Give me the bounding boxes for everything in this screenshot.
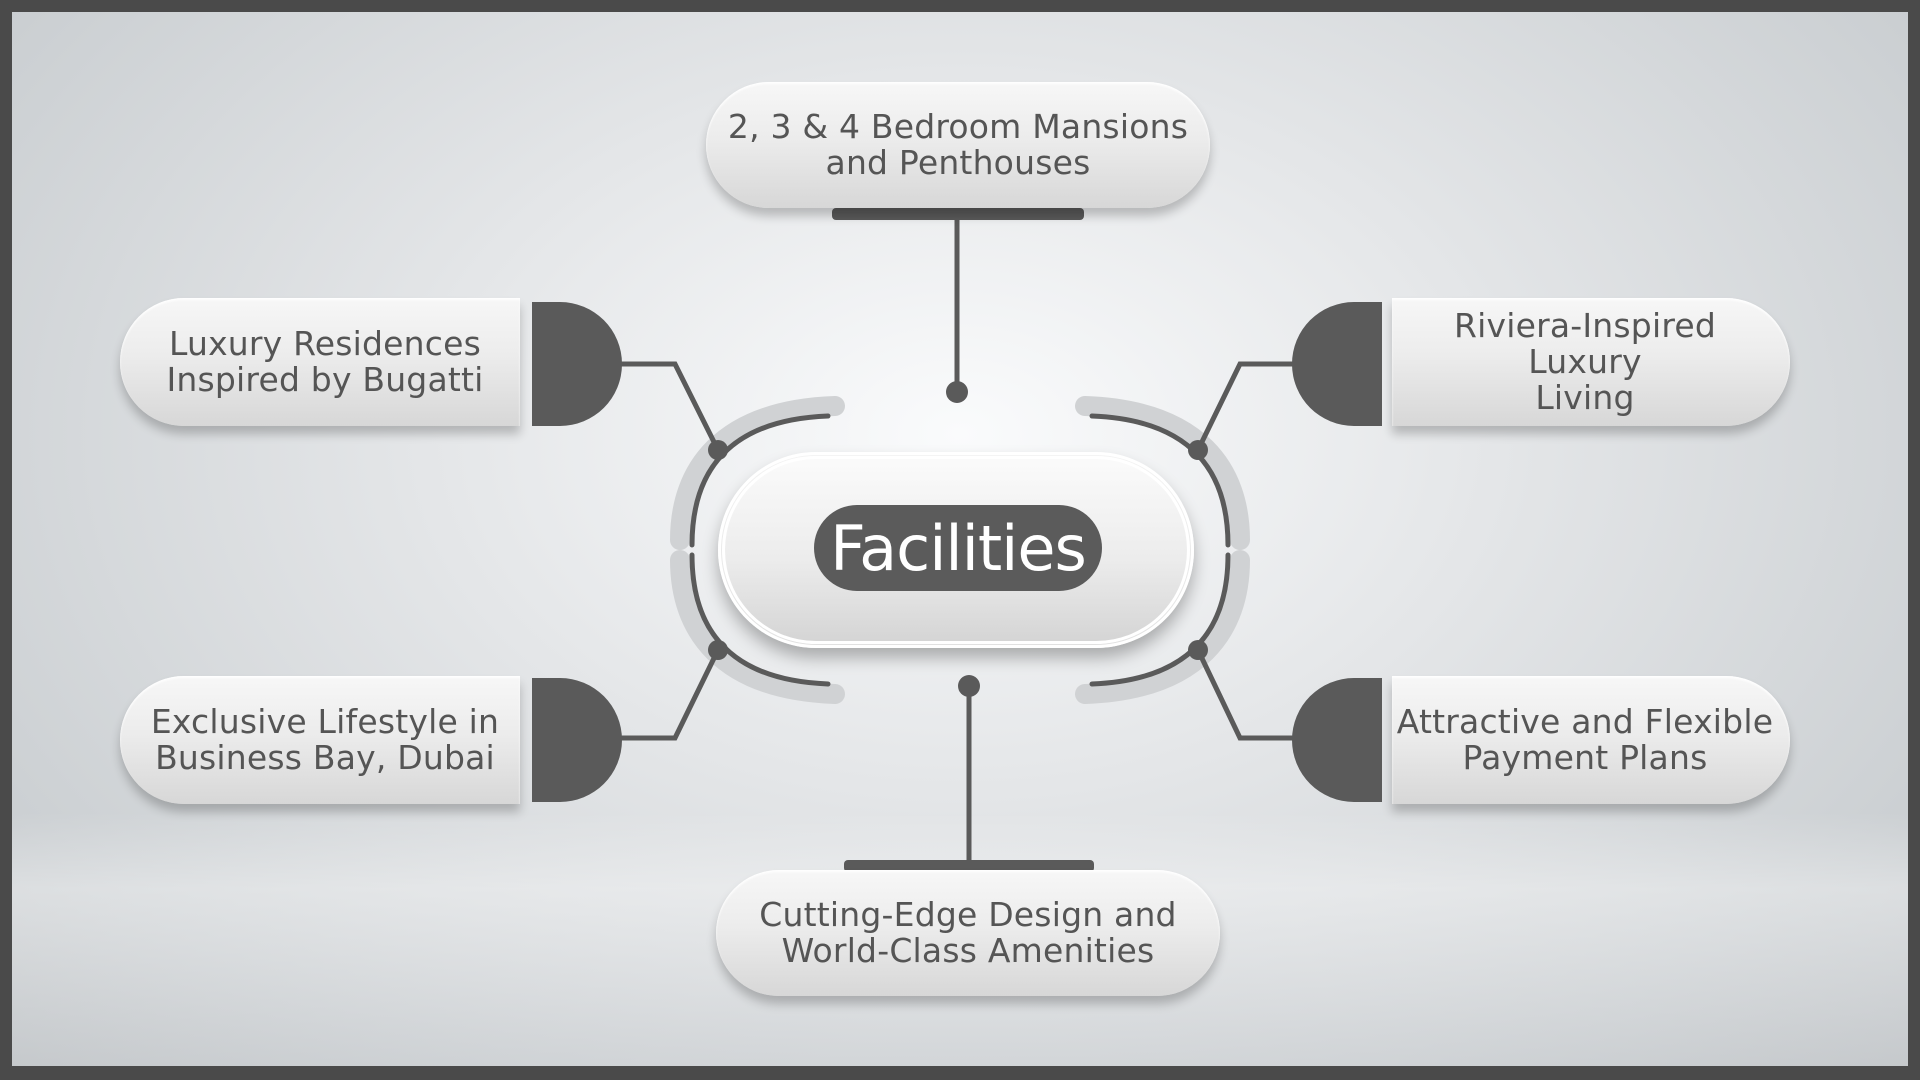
node-right-top: [1188, 440, 1208, 460]
node-bottom: [958, 675, 980, 697]
top-feature-pill: 2, 3 & 4 Bedroom Mansions and Penthouses: [706, 82, 1210, 208]
right-bottom-connector-cap: [1292, 678, 1382, 802]
right-top-feature-line2: Living: [1535, 378, 1635, 417]
top-feature-line1: 2, 3 & 4 Bedroom Mansions: [727, 107, 1189, 146]
bottom-feature-pill: Cutting-Edge Design and World-Class Amen…: [716, 870, 1220, 996]
top-item-base-bar: [832, 208, 1084, 220]
left-top-feature-line1: Luxury Residences: [168, 324, 482, 363]
right-top-feature-pill: Riviera-Inspired Luxury Living: [1392, 298, 1790, 426]
left-top-feature-line2: Inspired by Bugatti: [166, 360, 484, 399]
center-title-badge: Facilities: [814, 505, 1102, 591]
right-top-feature-line1: Riviera-Inspired Luxury: [1453, 306, 1717, 381]
node-left-top: [708, 440, 728, 460]
top-feature-line2: and Penthouses: [825, 143, 1091, 182]
right-bottom-feature-pill: Attractive and Flexible Payment Plans: [1392, 676, 1790, 804]
node-right-bottom: [1188, 640, 1208, 660]
left-bottom-feature-pill: Exclusive Lifestyle in Business Bay, Dub…: [120, 676, 520, 804]
center-title: Facilities: [830, 511, 1087, 585]
connector-left-bottom: [620, 648, 721, 741]
bottom-item-base-bar: [844, 860, 1094, 872]
connector-left-top: [620, 361, 721, 452]
right-top-connector-cap: [1292, 302, 1382, 426]
right-bottom-feature-line2: Payment Plans: [1462, 738, 1708, 777]
left-bottom-feature-line2: Business Bay, Dubai: [155, 738, 495, 777]
bottom-feature-line1: Cutting-Edge Design and: [759, 895, 1177, 934]
node-top: [946, 381, 968, 403]
left-bottom-feature-line1: Exclusive Lifestyle in: [150, 702, 500, 741]
left-top-feature-pill: Luxury Residences Inspired by Bugatti: [120, 298, 520, 426]
connector-right-bottom: [1195, 648, 1295, 741]
connector-right-top: [1195, 361, 1295, 452]
bottom-feature-line2: World-Class Amenities: [781, 931, 1155, 970]
node-left-bottom: [708, 640, 728, 660]
right-bottom-feature-line1: Attractive and Flexible: [1396, 702, 1774, 741]
